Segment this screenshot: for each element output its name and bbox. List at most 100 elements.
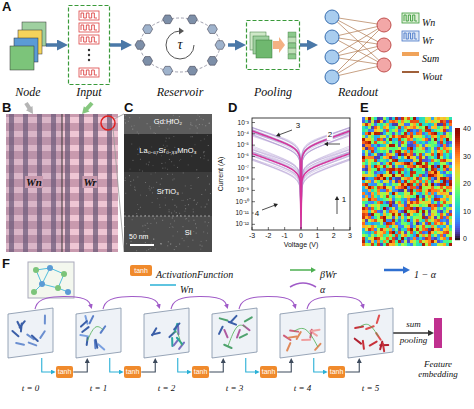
heat-cell <box>374 186 377 189</box>
heat-cell <box>374 228 377 231</box>
heat-cell <box>389 138 392 141</box>
activation-sample <box>130 265 152 276</box>
heat-cell <box>380 189 383 192</box>
heat-cell <box>407 198 410 201</box>
heat-cell <box>443 243 446 246</box>
heat-cell <box>419 216 422 219</box>
frame-node: t = 3 <box>212 308 257 358</box>
tem-grain <box>173 115 174 116</box>
heat-cell <box>365 168 368 171</box>
pooled-cell <box>288 32 296 37</box>
heat-cell <box>407 117 410 120</box>
heat-cell <box>431 210 434 213</box>
curve-group <box>252 127 350 229</box>
annotation: 3 <box>295 122 301 131</box>
heat-cell <box>410 207 413 210</box>
tem-grain <box>188 246 189 247</box>
heat-cell <box>401 177 404 180</box>
heat-cell <box>434 117 437 120</box>
heat-cell <box>395 138 398 141</box>
heat-cell <box>407 135 410 138</box>
heat-cell <box>425 162 428 165</box>
heat-cell <box>431 192 434 195</box>
connector <box>73 361 87 373</box>
heat-cell <box>440 225 443 228</box>
cycle-curve <box>252 130 350 229</box>
legend-entry: Wout <box>422 66 442 84</box>
tick <box>252 179 255 180</box>
wave-line <box>404 33 417 39</box>
heat-cell <box>395 132 398 135</box>
heat-cell <box>419 150 422 153</box>
heat-cell <box>362 165 365 168</box>
tem-grain <box>142 171 143 172</box>
heat-cell <box>413 216 416 219</box>
heat-cell <box>392 129 395 132</box>
tem-grain <box>167 129 168 130</box>
tem-grain <box>146 195 147 196</box>
tem-grain <box>187 199 188 200</box>
heat-cell <box>362 162 365 165</box>
tem-grain <box>166 137 167 138</box>
heat-cell <box>383 156 386 159</box>
legend-entry: ActivationFunction <box>156 264 233 282</box>
annotation: Si <box>185 229 192 237</box>
tem-grain <box>188 204 189 205</box>
heat-cell <box>383 225 386 228</box>
heat-cell <box>377 129 380 132</box>
tick-label: 10⁻⁵ <box>237 142 249 149</box>
heat-cell <box>419 195 422 198</box>
heat-cell <box>401 225 404 228</box>
heat-cell <box>371 237 374 240</box>
activation-label: tanh <box>330 368 344 375</box>
tem-grain <box>159 204 160 205</box>
heat-cell <box>419 153 422 156</box>
heat-cell <box>407 186 410 189</box>
heat-cell <box>416 144 419 147</box>
tem-grain <box>193 220 194 221</box>
heat-cell <box>449 219 452 222</box>
heat-cell <box>407 144 410 147</box>
heat-cell <box>374 138 377 141</box>
connector <box>42 358 53 372</box>
state-rod <box>44 316 46 324</box>
heat-cell <box>419 219 422 222</box>
heat-cell <box>428 237 431 240</box>
heat-cell <box>425 120 428 123</box>
heat-cell <box>407 138 410 141</box>
heat-cell <box>383 189 386 192</box>
heat-cell <box>416 123 419 126</box>
tem-grain <box>185 208 186 209</box>
heat-cell <box>383 231 386 234</box>
colorbar-step <box>455 210 460 212</box>
heat-cell <box>425 156 428 159</box>
heat-cell <box>428 225 431 228</box>
heat-cell <box>443 228 446 231</box>
activation-label: tanh <box>194 368 208 375</box>
heat-cell <box>368 225 371 228</box>
heat-cell <box>371 120 374 123</box>
tem-grain <box>151 187 152 188</box>
heat-cell <box>383 219 386 222</box>
heat-cell <box>434 213 437 216</box>
connector <box>345 361 359 373</box>
heat-cell <box>440 135 443 138</box>
heat-cell <box>365 132 368 135</box>
tanh-node: tanh <box>192 366 210 378</box>
heat-cell <box>374 141 377 144</box>
wave-line <box>81 37 97 42</box>
tem-grain <box>196 119 197 120</box>
heat-cell <box>377 123 380 126</box>
heat-cell <box>419 165 422 168</box>
heat-cell <box>419 162 422 165</box>
heat-cell <box>377 237 380 240</box>
heat-cell <box>395 165 398 168</box>
connector <box>300 43 313 47</box>
node-shape <box>318 5 398 85</box>
heat-cell <box>377 192 380 195</box>
cycle-curve <box>252 128 350 229</box>
heat-cell <box>428 177 431 180</box>
heat-cell <box>377 162 380 165</box>
node-caption: t = 3 <box>226 384 244 394</box>
heat-cell <box>413 183 416 186</box>
